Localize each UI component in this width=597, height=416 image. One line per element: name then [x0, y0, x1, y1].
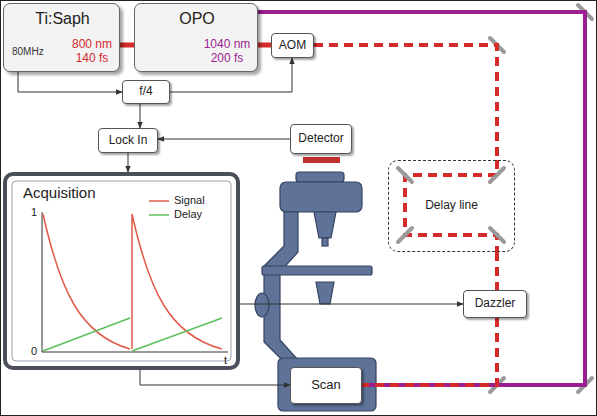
- stage-plate: [262, 266, 372, 275]
- condenser: [316, 282, 334, 304]
- axis-label: 0: [31, 346, 37, 357]
- detector-box: Detector: [290, 124, 352, 154]
- microscope-base: [278, 358, 376, 411]
- scan-box: Scan: [290, 367, 362, 404]
- pump-beam-group: [258, 12, 585, 385]
- legend-entry: Signal: [148, 195, 205, 206]
- node-text: 1040 nm 200 fs: [201, 38, 253, 66]
- node-text: Scan: [311, 378, 341, 393]
- microscope-head: [280, 182, 362, 212]
- legend-sample: [148, 197, 170, 205]
- axis-label: t: [224, 355, 227, 366]
- signal-line: [240, 304, 463, 305]
- legend-sample: [148, 211, 170, 219]
- probe-beam-group: [314, 45, 497, 385]
- microscope-cap: [296, 172, 344, 182]
- node-text: AOM: [279, 39, 306, 53]
- legend-text: Delay: [174, 209, 202, 220]
- signal-line: [140, 104, 141, 128]
- delay-beam: [405, 160, 497, 252]
- modulator-box: AOM: [271, 33, 314, 58]
- laser-box: Ti:Saph 80MHz 800 nm 140 fs: [3, 3, 120, 72]
- node-text: Acquisition: [23, 184, 96, 201]
- filter: [303, 157, 340, 163]
- node-text: Dazzler: [475, 297, 516, 311]
- signal-curve: [43, 214, 222, 349]
- node-text: 80MHz: [12, 46, 44, 58]
- signal-line: [158, 139, 290, 140]
- legend-entry: Delay: [148, 209, 202, 220]
- legend-text: Signal: [174, 195, 205, 206]
- node-text: 800 nm 140 fs: [68, 38, 116, 66]
- objective: [314, 212, 336, 238]
- probe-beam: [362, 318, 497, 385]
- laser-beam: [258, 43, 271, 48]
- delay-ramp: [43, 318, 222, 351]
- microscope: [255, 172, 376, 411]
- axis-label: 1: [31, 207, 37, 218]
- node-text: Delay line: [425, 199, 478, 213]
- signal-line: [18, 72, 122, 92]
- signal-line-group: [18, 58, 463, 385]
- pump-beam: [258, 12, 585, 385]
- microscope-arm: [264, 212, 298, 360]
- signal-line: [128, 153, 129, 172]
- divider-box: f/4: [122, 80, 170, 104]
- oscillator-box: OPO 1040 nm 200 fs: [134, 3, 258, 72]
- amplifier-box: Lock In: [98, 128, 158, 153]
- screen-panel: [12, 181, 231, 361]
- delay-line-group: Delay line: [388, 160, 515, 252]
- node-text: OPO: [135, 10, 259, 28]
- node-text: f/4: [139, 85, 152, 99]
- node-text: Lock In: [109, 134, 148, 148]
- objective-tip: [322, 238, 328, 246]
- shaper-box: Dazzler: [463, 290, 527, 318]
- probe-beam: [495, 252, 499, 290]
- laser-beam: [120, 43, 134, 48]
- node-text: Ti:Saph: [4, 10, 121, 28]
- signal-line: [140, 370, 290, 385]
- focus-knob: [255, 293, 269, 317]
- node-text: Detector: [298, 132, 343, 146]
- plot-axes: [42, 212, 228, 352]
